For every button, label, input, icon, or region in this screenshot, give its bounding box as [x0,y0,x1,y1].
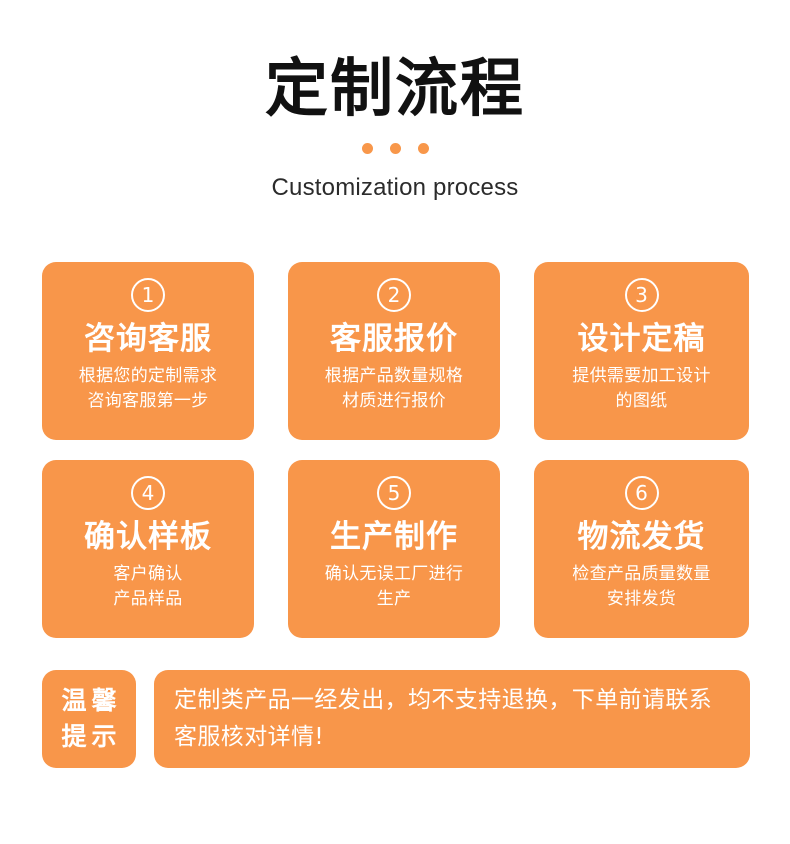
step-number-badge: 5 [377,476,411,510]
step-title: 设计定稿 [577,321,706,357]
step-number-badge: 6 [624,476,659,510]
step-description: 根据您的定制需求 咨询客服第一步 [78,366,218,411]
dot-icon [361,142,373,154]
step-description: 提供需要加工设计 的图纸 [572,366,711,411]
notice-text: 定制类产品一经发出，均不支持退换，下单前请联系客服核对详情! [154,670,750,768]
notice-badge-line-1: 温馨 [61,686,122,715]
step-number-badge: 1 [131,278,165,312]
step-card-2[interactable]: 2 客服报价 根据产品数量规格 材质进行报价 [288,262,500,440]
step-description: 客户确认 产品样品 [113,564,183,609]
page-subtitle: Customization process [271,174,519,201]
step-description: 确认无误工厂进行 生产 [324,564,464,609]
step-card-3[interactable]: 3 设计定稿 提供需要加工设计 的图纸 [534,262,749,440]
notice-badge: 温馨 提示 [42,670,136,768]
dot-separator [0,142,790,154]
step-number-badge: 3 [624,278,659,312]
step-number-badge: 4 [131,476,165,510]
page-title: 定制流程 [265,52,525,125]
step-description: 根据产品数量规格 材质进行报价 [324,366,464,411]
step-title: 物流发货 [577,519,706,555]
notice-banner: 温馨 提示 定制类产品一经发出，均不支持退换，下单前请联系客服核对详情! [42,670,750,768]
page-header: 定制流程 Customization process [0,0,790,202]
dot-icon [389,142,401,154]
notice-badge-line-2: 提示 [61,722,122,751]
step-card-4[interactable]: 4 确认样板 客户确认 产品样品 [42,460,254,638]
step-card-5[interactable]: 5 生产制作 确认无误工厂进行 生产 [288,460,500,638]
step-description: 检查产品质量数量 安排发货 [572,564,711,609]
steps-grid: 1 咨询客服 根据您的定制需求 咨询客服第一步 2 客服报价 根据产品数量规格 … [42,262,750,638]
step-title: 生产制作 [330,519,458,555]
step-title: 确认样板 [84,519,212,555]
step-title: 客服报价 [330,321,458,357]
step-card-6[interactable]: 6 物流发货 检查产品质量数量 安排发货 [534,460,749,638]
step-number-badge: 2 [377,278,411,312]
step-card-1[interactable]: 1 咨询客服 根据您的定制需求 咨询客服第一步 [42,262,254,440]
dot-icon [417,142,429,154]
step-title: 咨询客服 [84,321,212,357]
